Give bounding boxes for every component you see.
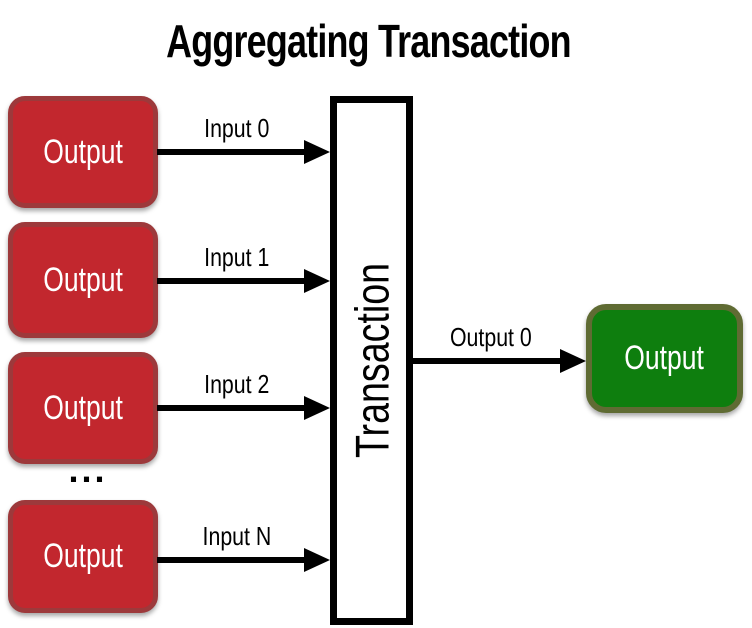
source-output-box-n: Output: [8, 500, 158, 613]
arrow-shaft: [157, 557, 304, 563]
arrow-shaft: [157, 405, 304, 411]
source-output-label: Output: [43, 260, 123, 299]
input-edge-label-0: Input 0: [204, 113, 270, 143]
arrow-head-icon: [304, 140, 330, 164]
transaction-box: Transaction: [330, 96, 413, 625]
source-output-box-1: Output: [8, 222, 158, 338]
input-edge-label-1: Input 1: [204, 242, 270, 272]
output-edge-label-0: Output 0: [450, 322, 532, 352]
source-output-box-0: Output: [8, 96, 158, 208]
destination-output-box: Output: [586, 304, 743, 413]
transaction-label: Transaction: [345, 262, 398, 459]
arrow-head-icon: [304, 269, 330, 293]
source-output-label: Output: [43, 132, 123, 171]
destination-output-label: Output: [624, 339, 705, 377]
diagram-title-text: Aggregating Transaction: [165, 15, 571, 67]
input-edge-label-2: Input 2: [204, 369, 270, 399]
source-output-label: Output: [43, 388, 123, 427]
source-output-label: Output: [43, 537, 123, 575]
arrow-shaft: [413, 358, 560, 364]
input-edge-label-n: Input N: [202, 521, 272, 551]
arrow-head-icon: [304, 548, 330, 572]
diagram-title: Aggregating Transaction: [0, 14, 736, 68]
more-outputs-ellipsis: ...: [68, 449, 108, 490]
arrow-shaft: [157, 278, 304, 284]
source-output-box-2: Output: [8, 352, 158, 464]
arrow-head-icon: [560, 349, 586, 373]
arrow-shaft: [157, 149, 304, 155]
arrow-head-icon: [304, 396, 330, 420]
